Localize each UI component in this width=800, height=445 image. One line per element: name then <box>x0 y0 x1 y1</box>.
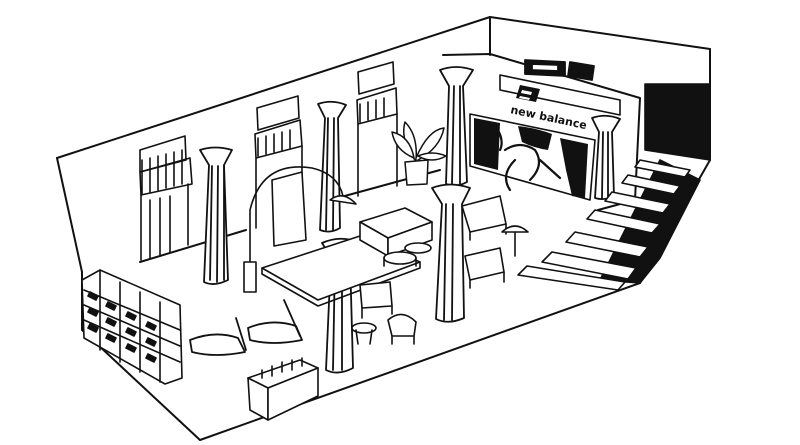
ceiling-sign <box>525 60 594 80</box>
shoe-shelf <box>82 270 182 384</box>
potted-plant <box>392 122 446 185</box>
wall-arch-panel-1 <box>140 136 192 260</box>
wall-arch-panel-2 <box>255 96 302 228</box>
armchair-1 <box>462 196 506 240</box>
athlete-mural <box>474 118 588 198</box>
column-2 <box>318 102 346 232</box>
column-5 <box>432 185 470 322</box>
shoe-sculpture-1 <box>190 318 246 355</box>
arc-floor-lamp <box>244 167 356 292</box>
wall-arch-panel-3 <box>357 62 397 196</box>
column-6 <box>592 116 620 199</box>
column-3 <box>440 67 473 186</box>
mushroom-lamp <box>502 226 528 256</box>
product-display-table <box>248 358 318 420</box>
sofa <box>360 208 432 256</box>
display-panel <box>272 172 306 246</box>
brand-feature-wall: new balance <box>443 54 640 210</box>
coffee-tables <box>384 243 431 266</box>
column-1 <box>200 148 232 285</box>
side-chairs <box>352 314 416 344</box>
new-balance-logo-icon <box>516 85 540 102</box>
staircase <box>518 84 710 290</box>
armchair-2 <box>465 248 504 288</box>
armchair-3 <box>360 282 392 318</box>
shoe-sculpture-2 <box>248 300 302 343</box>
